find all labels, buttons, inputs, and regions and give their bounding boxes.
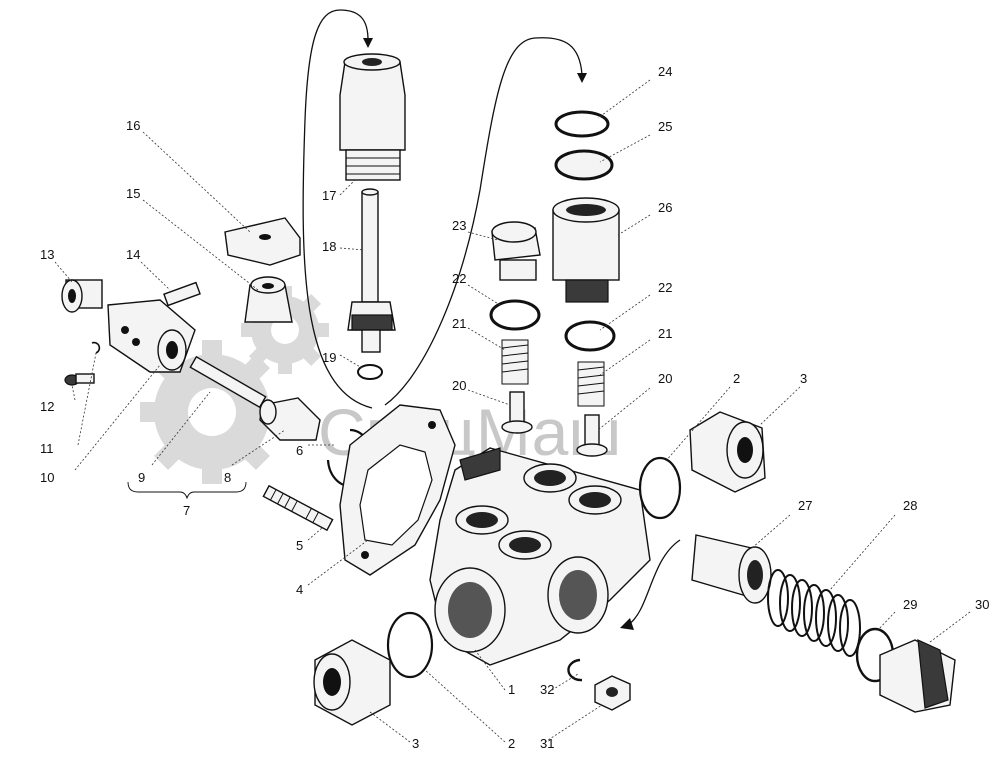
part-number-label-2a: 2 xyxy=(508,736,515,751)
flow-arrow-right xyxy=(384,37,583,406)
part-number-label-22a: 22 xyxy=(452,271,466,286)
part-5-stud xyxy=(262,484,334,532)
part-number-label-31: 31 xyxy=(540,736,554,751)
arrow-head-icon xyxy=(577,73,587,83)
part-4-gasket xyxy=(339,404,456,576)
part-number-label-21b: 21 xyxy=(658,326,672,341)
part-20-valve-right xyxy=(576,414,608,457)
part-3-fitting-right xyxy=(689,411,766,493)
part-13-bushing xyxy=(61,279,103,313)
part-26-housing xyxy=(552,197,620,303)
part-number-label-10: 10 xyxy=(40,470,54,485)
part-30-cap-nut xyxy=(879,639,956,713)
part-number-label-4: 4 xyxy=(296,582,303,597)
part-31-nut xyxy=(594,675,631,711)
leader-lines xyxy=(54,79,971,743)
part-25-washer xyxy=(554,149,614,181)
part-number-label-30: 30 xyxy=(975,597,989,612)
part-15-cap xyxy=(244,276,293,323)
part-24-washer xyxy=(554,110,610,138)
part-number-label-8: 8 xyxy=(224,470,231,485)
part-18-spindle xyxy=(347,188,396,353)
part-number-label-12: 12 xyxy=(40,399,54,414)
part-3-fitting-left xyxy=(313,639,391,726)
part-number-label-23: 23 xyxy=(452,218,466,233)
part-2-ring-right xyxy=(638,456,682,520)
part-2-ring-left xyxy=(386,611,434,679)
part-number-label-17: 17 xyxy=(322,188,336,203)
part-22-ring-right xyxy=(564,320,616,352)
part-16-plate xyxy=(224,217,301,266)
part-number-label-27: 27 xyxy=(798,498,812,513)
part-number-label-15: 15 xyxy=(126,186,140,201)
part-number-label-20b: 20 xyxy=(658,371,672,386)
group-7-brace xyxy=(127,481,247,500)
part-11-clip xyxy=(91,341,101,354)
part-number-label-11: 11 xyxy=(40,441,54,456)
part-number-label-13: 13 xyxy=(40,247,54,262)
part-19-oring xyxy=(357,364,383,380)
part-number-label-9: 9 xyxy=(138,470,145,485)
part-number-label-22b: 22 xyxy=(658,280,672,295)
part-number-label-6: 6 xyxy=(296,443,303,458)
part-8-shaft xyxy=(259,397,321,441)
group-7-label: 7 xyxy=(183,503,190,518)
part-17-nut xyxy=(339,53,406,181)
part-number-label-3b: 3 xyxy=(800,371,807,386)
part-10-bracket xyxy=(107,299,196,373)
part-number-label-28: 28 xyxy=(903,498,917,513)
part-32-lock-washer xyxy=(567,658,583,682)
part-number-label-24: 24 xyxy=(658,64,672,79)
flow-arrow-top xyxy=(302,9,373,409)
part-number-label-1: 1 xyxy=(508,682,515,697)
part-27-sleeve xyxy=(691,534,772,604)
part-12-screw xyxy=(64,373,95,386)
part-number-label-19: 19 xyxy=(322,350,336,365)
part-number-label-2b: 2 xyxy=(733,371,740,386)
part-number-label-14: 14 xyxy=(126,247,140,262)
part-21-spring-left xyxy=(501,339,529,385)
part-number-label-21a: 21 xyxy=(452,316,466,331)
part-number-label-3a: 3 xyxy=(412,736,419,751)
part-21-spring-right xyxy=(577,361,605,407)
part-number-label-20a: 20 xyxy=(452,378,466,393)
arrow-head-icon xyxy=(363,38,373,48)
part-22-ring-left xyxy=(489,299,541,331)
part-20-valve-left xyxy=(501,391,533,434)
part-14-pin xyxy=(163,281,201,307)
flow-arrow-bottom xyxy=(627,539,681,626)
part-number-label-26: 26 xyxy=(658,200,672,215)
part-number-label-25: 25 xyxy=(658,119,672,134)
part-number-label-18: 18 xyxy=(322,239,336,254)
part-28-spring xyxy=(767,569,861,657)
part-number-label-32: 32 xyxy=(540,682,554,697)
part-number-label-16: 16 xyxy=(126,118,140,133)
part-number-label-29: 29 xyxy=(903,597,917,612)
part-number-label-5: 5 xyxy=(296,538,303,553)
part-1-valve-body xyxy=(429,447,651,666)
arrow-head-icon xyxy=(620,618,634,630)
part-23-plug xyxy=(491,221,541,281)
